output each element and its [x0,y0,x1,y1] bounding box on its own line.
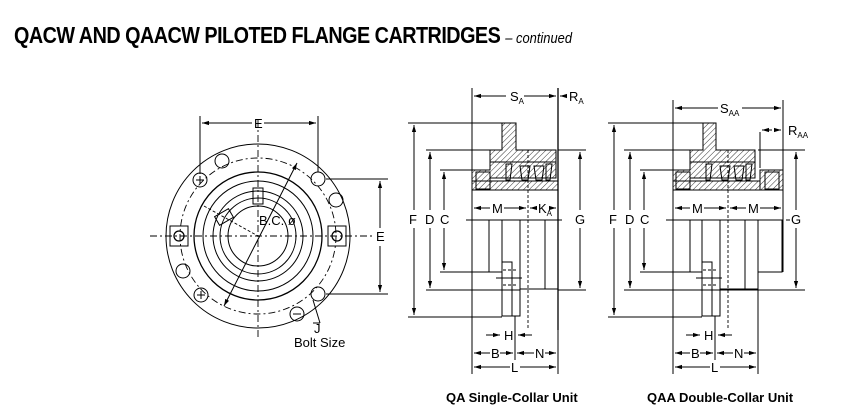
dim-m-left: M [692,201,703,216]
dim-e-right: E [376,229,385,244]
bolt-circle-diameter-line [223,162,298,307]
collar-side [672,219,691,273]
dim-raa: RAA [788,123,809,140]
dim-d: D [425,212,434,227]
bolt-hole [289,306,305,322]
dim-l: L [711,360,718,375]
qaa-caption: QAA Double-Collar Unit [647,390,794,405]
dim-ka: KA [538,201,553,218]
flange-side [690,219,713,317]
dim-c: C [440,212,449,227]
collar-screw [675,171,691,190]
collar-screw [475,171,491,190]
flange-pilot [501,219,521,317]
second-collar-section [759,169,784,191]
title-suffix: – continued [505,30,573,47]
flange-section [689,122,756,163]
dim-f: F [409,212,417,227]
collar-screw [764,171,780,190]
side-lock-nut-right [327,225,347,247]
dim-c: C [640,212,649,227]
bolt-size-caption: Bolt Size [294,335,345,350]
page-title: QACW AND QAACW PILOTED FLANGE CARTRIDGES… [14,22,572,49]
dim-sa: SA [510,89,525,106]
bolt-hole [175,263,191,279]
qa-single-collar-view: SA RA F D C G M KA H [408,88,586,405]
bolt-circle-label: B.C. ø [259,213,296,228]
bolt-hole [310,171,326,187]
dim-h: H [504,328,513,343]
second-collar-side [757,219,783,273]
dim-saa: SAA [720,101,740,118]
dim-e-top: E [254,116,263,131]
bolt-circle [179,157,337,315]
flange-outer-circle [165,143,351,329]
dim-m: M [492,201,503,216]
dim-ra: RA [569,89,584,106]
housing-side [519,219,559,290]
bolt-size-j: J [314,321,321,336]
collar-side [471,219,490,273]
front-view: B.C. ø E E J Bolt Size [150,116,388,350]
dim-m-right: M [748,201,759,216]
dim-l: L [511,360,518,375]
dim-h: H [704,328,713,343]
dim-d: D [625,212,634,227]
bolt-hole [328,192,344,208]
bolt-leader [312,299,321,324]
dim-g: G [791,212,801,227]
dim-b: B [691,346,700,361]
flange-pilot [701,219,721,317]
dim-g: G [575,212,585,227]
qa-caption: QA Single-Collar Unit [446,390,578,405]
flange-side [489,219,513,317]
bolt-hole [193,287,209,303]
rollers [505,163,553,181]
bolt-hole [310,286,326,302]
title-main: QACW AND QAACW PILOTED FLANGE CARTRIDGES [14,22,501,48]
dim-n: N [734,346,743,361]
bolt-hole [214,153,230,169]
side-lock-nut-left [169,225,189,247]
dim-b: B [491,346,500,361]
qaa-double-collar-view: SAA RAA F D C G M M H [608,100,809,405]
dim-n: N [535,346,544,361]
dim-f: F [609,212,617,227]
bolt-holes [175,153,344,322]
flange-section [489,122,557,163]
housing-side [719,219,759,290]
